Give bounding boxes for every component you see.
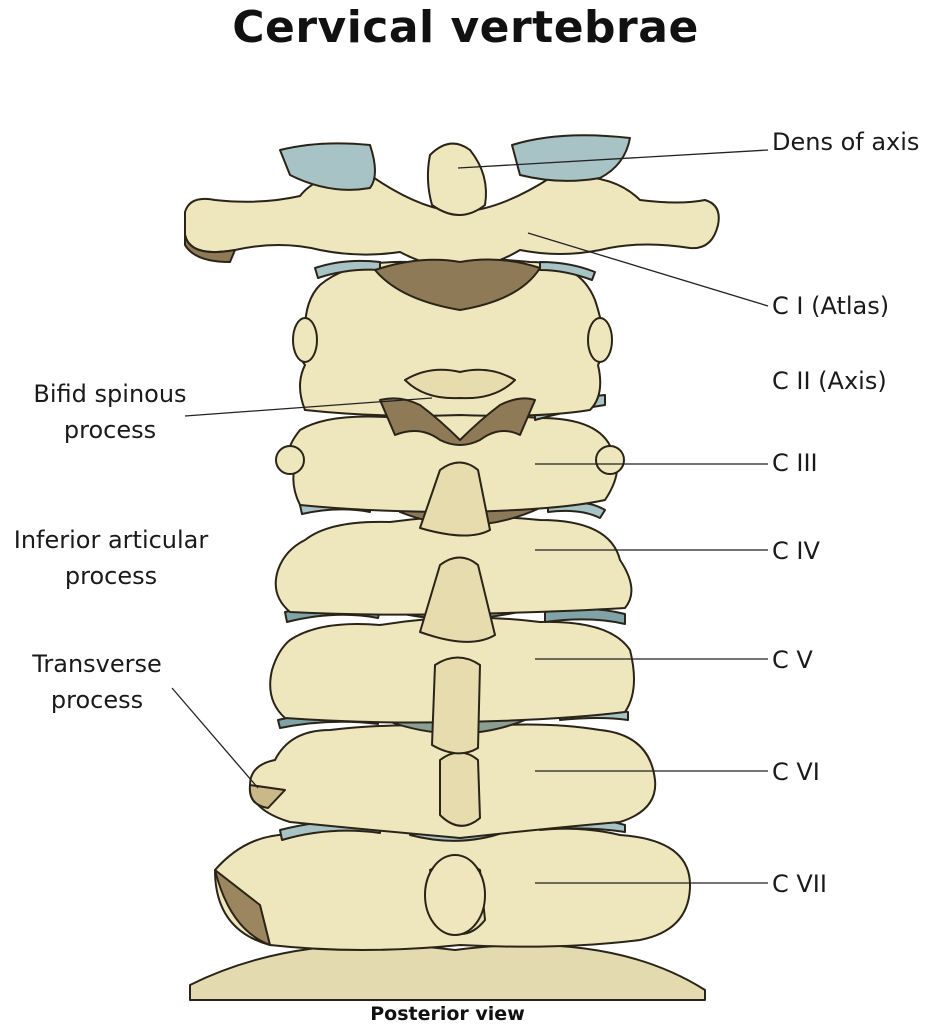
- label-c3: C III: [772, 449, 818, 477]
- label-bifid-line2: process: [63, 416, 157, 444]
- vertebra-c6: [248, 723, 657, 839]
- vertebra-c3: [275, 414, 625, 537]
- label-dens-of-axis: Dens of axis: [772, 128, 920, 156]
- label-c5: C V: [772, 646, 813, 674]
- label-inferior-articular-process: Inferior articular process: [0, 522, 222, 594]
- label-c6: C VI: [772, 758, 820, 786]
- label-inferior-line1: Inferior articular: [13, 526, 209, 554]
- vertebra-c1-atlas: [184, 134, 720, 311]
- vertebra-c2-axis: [292, 257, 613, 446]
- label-transverse-process: Transverse process: [22, 646, 172, 718]
- label-transverse-line2: process: [50, 686, 144, 714]
- label-c7: C VII: [772, 870, 827, 898]
- label-c1-atlas: C I (Atlas): [772, 292, 890, 320]
- disc-c1-c2-left: [314, 259, 381, 279]
- label-bifid-spinous-process: Bifid spinous process: [20, 376, 200, 448]
- leader-dens: [457, 149, 769, 169]
- view-caption: Posterior view: [370, 1003, 525, 1025]
- thoracic-base: [189, 943, 706, 1001]
- label-c2-axis: C II (Axis): [772, 367, 887, 395]
- label-bifid-line1: Bifid spinous: [33, 380, 187, 408]
- disc-c1-c2-right: [539, 261, 596, 281]
- label-inferior-line2: process: [64, 562, 158, 590]
- diagram-title: Cervical vertebrae: [232, 2, 699, 53]
- vertebra-c7: [214, 827, 691, 951]
- leader-c1: [527, 232, 769, 307]
- leader-transverse: [171, 687, 259, 789]
- dens-of-axis: [426, 142, 487, 216]
- leader-bifid: [184, 397, 433, 417]
- label-c4: C IV: [772, 537, 820, 565]
- vertebra-c4: [274, 515, 633, 643]
- label-transverse-line1: Transverse: [32, 650, 162, 678]
